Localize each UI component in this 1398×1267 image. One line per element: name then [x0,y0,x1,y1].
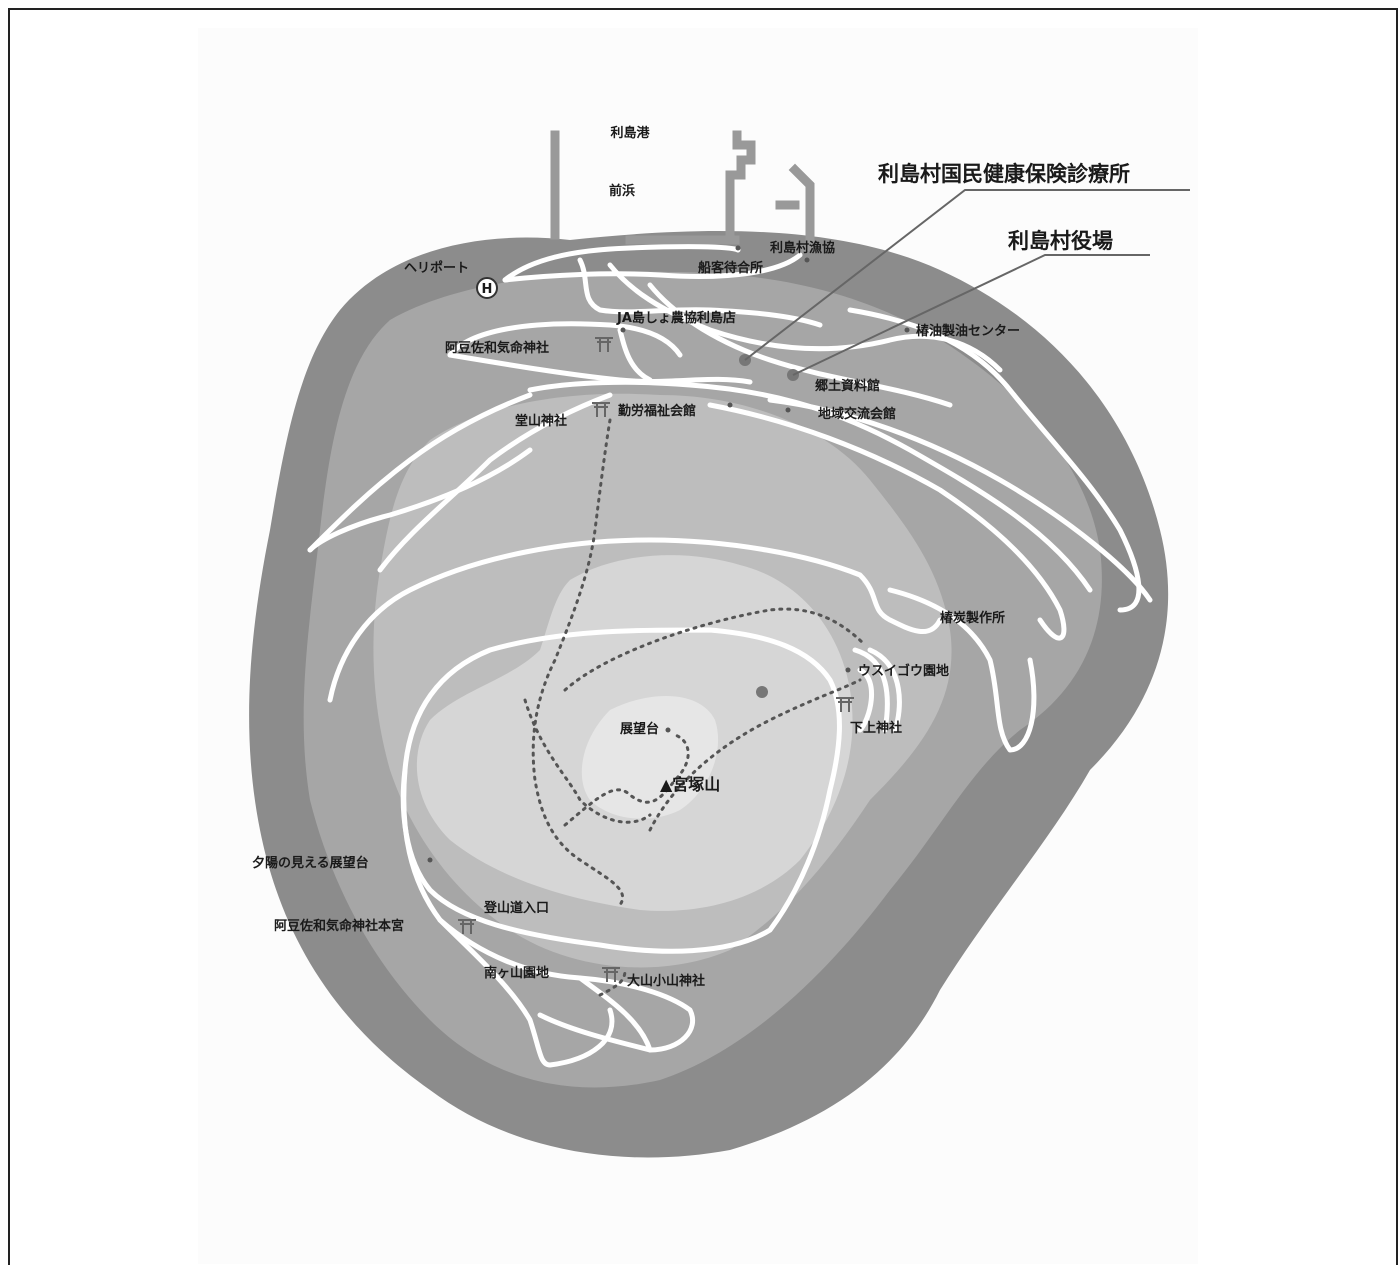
island-summit [581,696,719,819]
label-mt-miyatsuka: ▲宮塚山 [660,775,720,794]
torii-icon [592,402,610,417]
label-village-office: 利島村役場 [1008,229,1113,253]
label-usuigou: ウスイゴウ園地 [858,663,949,679]
torii-icon [836,697,854,712]
label-charcoal: 椿炭製作所 [940,610,1005,626]
label-trailhead: 登山道入口 [483,900,549,916]
label-tozan-shrine: 堂山神社 [515,413,567,429]
harbor-piers [550,130,815,257]
torii-icon [458,919,476,934]
road-network [307,244,1153,1068]
leader-lines [744,189,1190,376]
label-maehama: 前浜 [609,183,635,199]
label-sunset-deck: 夕陽の見える展望台 [252,855,369,871]
label-camellia-oil: 椿油製油センター [916,323,1020,339]
label-fishery-coop: 利島村漁協 [770,240,835,256]
torii-icons [458,337,854,982]
label-port: 利島港 [610,125,650,141]
label-heliport: ヘリポート [404,260,469,276]
label-welfare-hall: 勤労福祉会館 [618,403,696,419]
label-ferry-waiting: 船客待合所 [698,260,763,276]
label-minamigayama: 南ヶ山園地 [484,965,549,981]
label-ja-store: JA島しょ農協利島店 [616,310,736,326]
label-observation-deck: 展望台 [620,721,659,737]
label-oyama-koyama-shrine: 大山小山神社 [627,973,705,989]
label-community-hall: 地域交流会館 [818,406,896,422]
torii-icon [595,337,613,352]
label-azusawake-honmiya: 阿豆佐和気命神社本宮 [274,918,404,934]
label-folk-museum: 郷土資料館 [815,378,880,394]
label-shimokami-shrine: 下上神社 [850,720,902,736]
label-clinic: 利島村国民健康保険診療所 [878,162,1130,186]
heliport-symbol: H [482,282,493,297]
label-azusawake-shrine: 阿豆佐和気命神社 [445,340,549,356]
heliport-icon [476,277,498,299]
island-map: H 利島港 前浜 利島村国民健康保険診療所 利島村役場 利島村漁協 船客待合所 … [198,28,1198,1264]
summit-marker [756,686,768,698]
map-frame: H 利島港 前浜 利島村国民健康保険診療所 利島村役場 利島村漁協 船客待合所 … [8,8,1398,1265]
hiking-trails [523,418,867,997]
torii-icon [602,967,620,982]
